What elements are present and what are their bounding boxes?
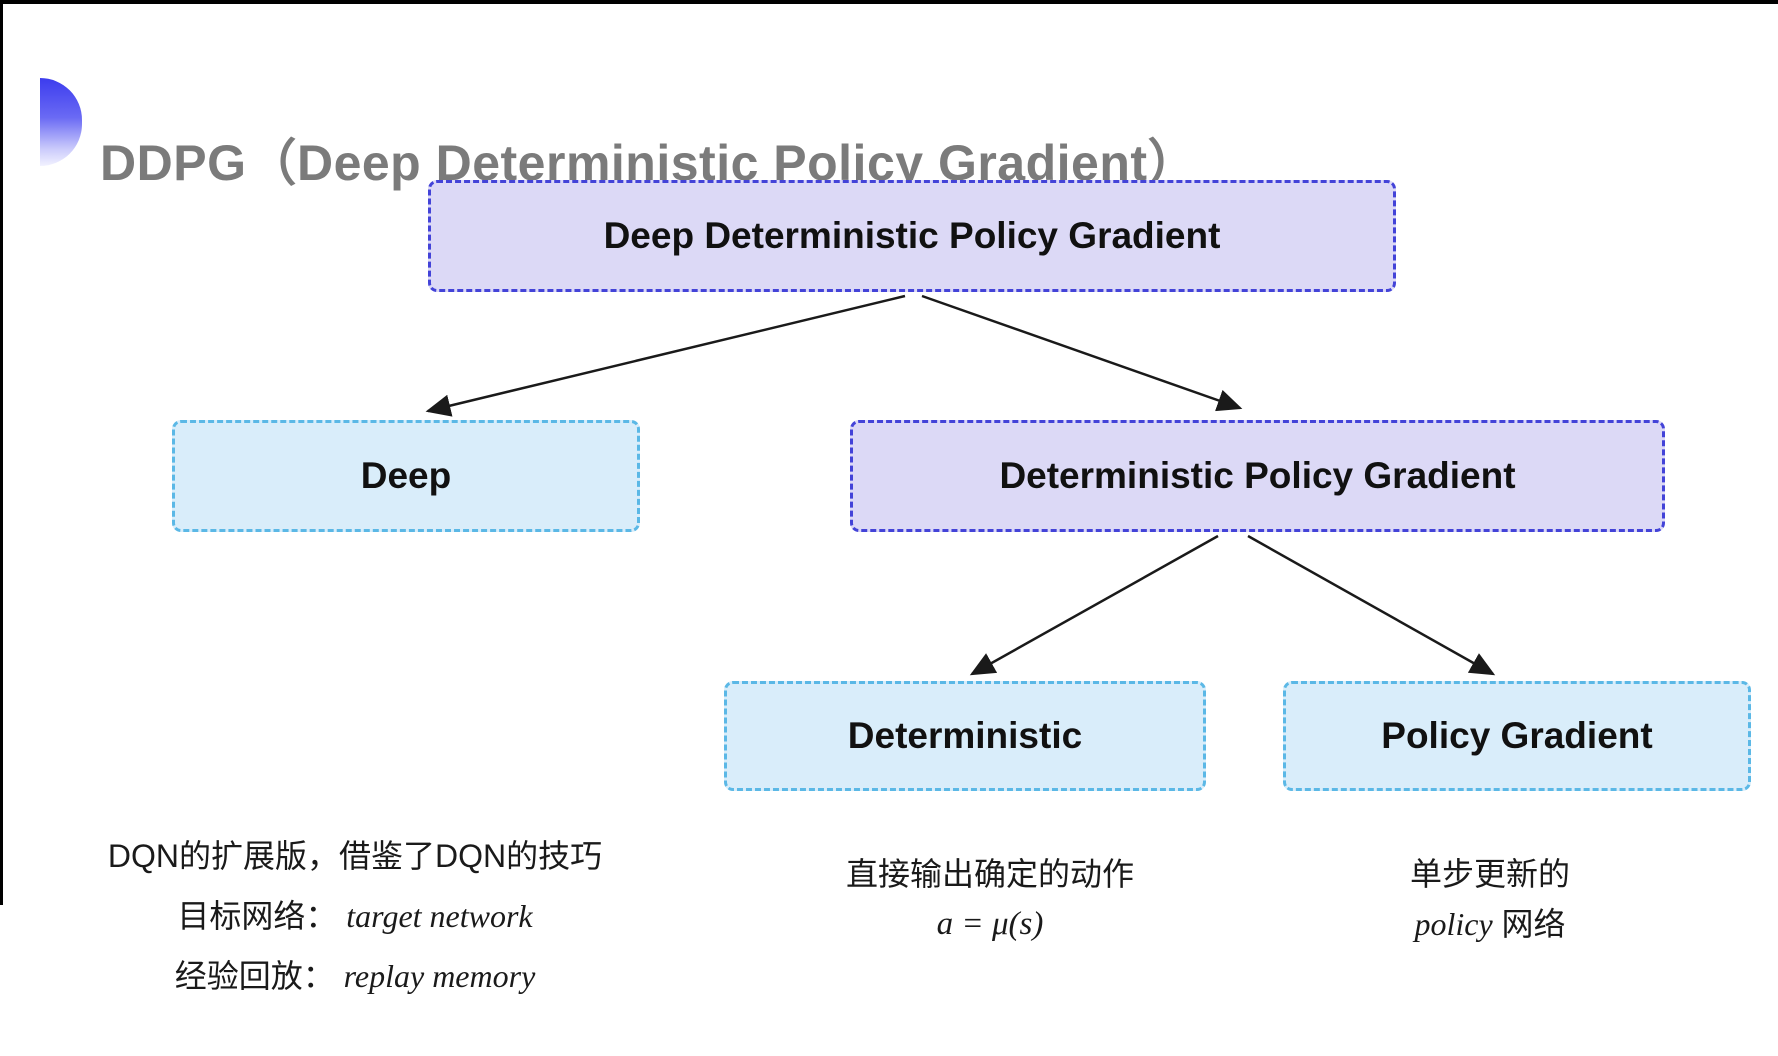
- node-label: Deep Deterministic Policy Gradient: [603, 215, 1221, 256]
- note-policy-gradient: 单步更新的 policy 网络: [1290, 849, 1690, 949]
- node-label: Policy Gradient: [1381, 715, 1653, 756]
- node-label: Deterministic: [847, 715, 1083, 756]
- note-deep-line2: 目标网络： target network: [177, 898, 533, 934]
- node-deterministic-policy-gradient: Deterministic Policy Gradient: [850, 420, 1665, 532]
- node-deep-deterministic-policy-gradient: Deep Deterministic Policy Gradient: [428, 180, 1396, 292]
- action-formula: a = μ(s): [936, 906, 1044, 942]
- note-deterministic-line1: 直接输出确定的动作: [845, 856, 1134, 892]
- node-deep: Deep: [172, 420, 640, 532]
- target-network-term: target network: [346, 898, 533, 934]
- node-label: Deterministic Policy Gradient: [999, 455, 1516, 496]
- note-policy-gradient-line1: 单步更新的: [1409, 856, 1570, 892]
- title-accent-icon: [40, 78, 82, 166]
- node-deterministic: Deterministic: [724, 681, 1206, 791]
- slide-left-border: [0, 0, 3, 905]
- replay-memory-term: replay memory: [343, 958, 536, 994]
- note-deterministic: 直接输出确定的动作 a = μ(s): [790, 849, 1190, 949]
- note-deep: DQN的扩展版，借鉴了DQN的技巧 目标网络： target network 经…: [75, 826, 635, 1006]
- note-policy-gradient-line2: policy 网络: [1414, 906, 1566, 942]
- policy-term: policy: [1414, 906, 1493, 942]
- slide-top-border: [0, 0, 1778, 4]
- node-label: Deep: [360, 455, 452, 496]
- node-policy-gradient: Policy Gradient: [1283, 681, 1751, 791]
- note-deep-line3: 经验回放： replay memory: [174, 958, 536, 994]
- note-deep-line1: DQN的扩展版，借鉴了DQN的技巧: [107, 838, 603, 874]
